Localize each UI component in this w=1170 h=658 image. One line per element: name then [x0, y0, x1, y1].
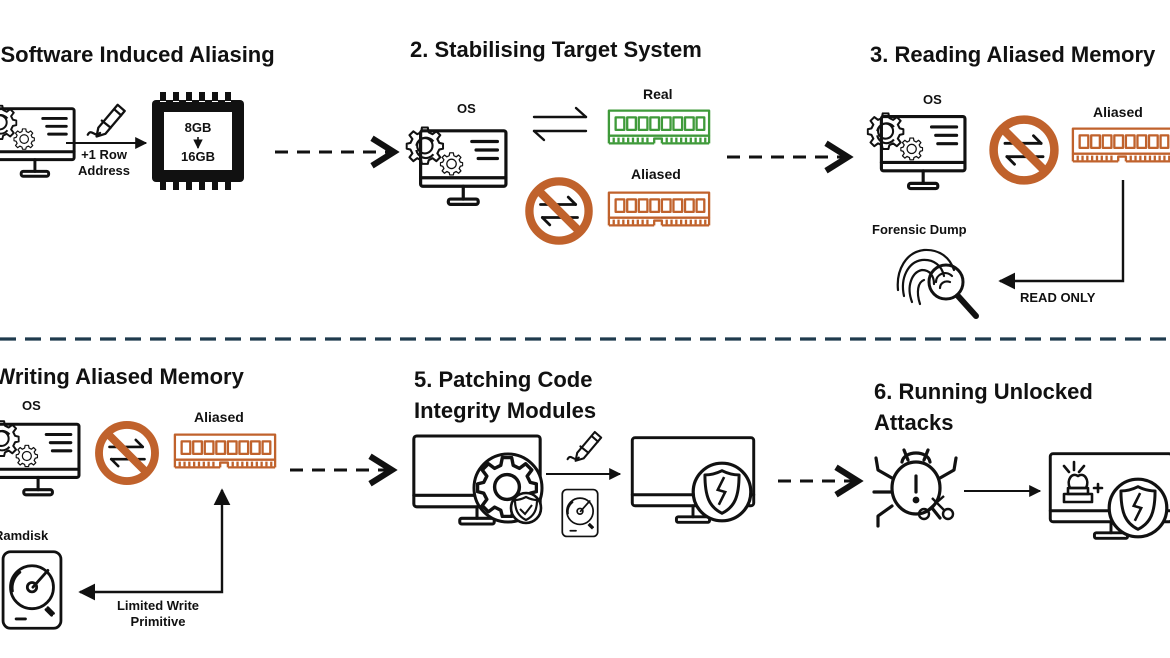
- blocked-swap-icon: [529, 181, 588, 240]
- step-2-title: 2. Stabilising Target System: [410, 37, 702, 62]
- step-1-title: 1. Software Induced Aliasing: [0, 42, 275, 67]
- monitor-gear-shield-icon: [412, 434, 544, 526]
- ramdisk-label: Ramdisk: [0, 528, 49, 543]
- aliased-ram-icon: [607, 191, 711, 227]
- os-label: OS: [457, 101, 476, 116]
- read-only-label: READ ONLY: [1020, 290, 1096, 305]
- chip-size-top: 8GB: [184, 120, 212, 135]
- aliased-ram-icon: [173, 433, 277, 469]
- aliased-ram-label: Aliased: [1093, 104, 1143, 120]
- forensic-dump-label: Forensic Dump: [872, 222, 967, 237]
- real-ram-icon: [607, 109, 711, 145]
- step-3-title: 3. Reading Aliased Memory: [870, 42, 1156, 67]
- monitor-chess-shield-icon: [1048, 452, 1170, 540]
- aliased-ram-icon: [1071, 127, 1170, 163]
- row-address-label: +1 Row Address: [77, 147, 131, 178]
- aliased-ram-label: Aliased: [631, 166, 681, 182]
- step-4-title: 4. Writing Aliased Memory: [0, 364, 244, 389]
- limited-write-arrow: [78, 488, 231, 601]
- bug-alert-icon: [872, 448, 958, 528]
- swap-arrows-icon: [532, 106, 588, 142]
- computer-settings-icon: [0, 421, 79, 495]
- fingerprint-search-icon: [896, 248, 979, 319]
- hard-disk-icon: [561, 488, 599, 538]
- step-6-title: 6. Running Unlocked Attacks: [874, 379, 1093, 435]
- os-label: OS: [923, 92, 942, 107]
- aliased-ram-label: Aliased: [194, 409, 244, 425]
- limited-write-label: Limited Write Primitive: [116, 598, 200, 629]
- os-label: OS: [22, 398, 41, 413]
- monitor-shield-icon: [630, 436, 756, 524]
- real-ram-label: Real: [643, 86, 673, 102]
- computer-settings-icon: [868, 113, 965, 188]
- memory-chip-icon: [152, 92, 244, 190]
- computer-settings-icon: [407, 127, 506, 204]
- computer-settings-icon: [0, 106, 74, 177]
- blocked-swap-icon: [994, 120, 1055, 181]
- blocked-swap-icon: [99, 425, 155, 481]
- read-only-arrow: [998, 180, 1125, 290]
- chip-size-bottom: 16GB: [181, 149, 215, 164]
- hard-disk-icon: [1, 550, 63, 630]
- pen-icon: [566, 430, 603, 462]
- pen-icon: [86, 103, 126, 138]
- step-5-title: 5. Patching Code Integrity Modules: [414, 367, 597, 423]
- scissors-icon: [917, 495, 955, 521]
